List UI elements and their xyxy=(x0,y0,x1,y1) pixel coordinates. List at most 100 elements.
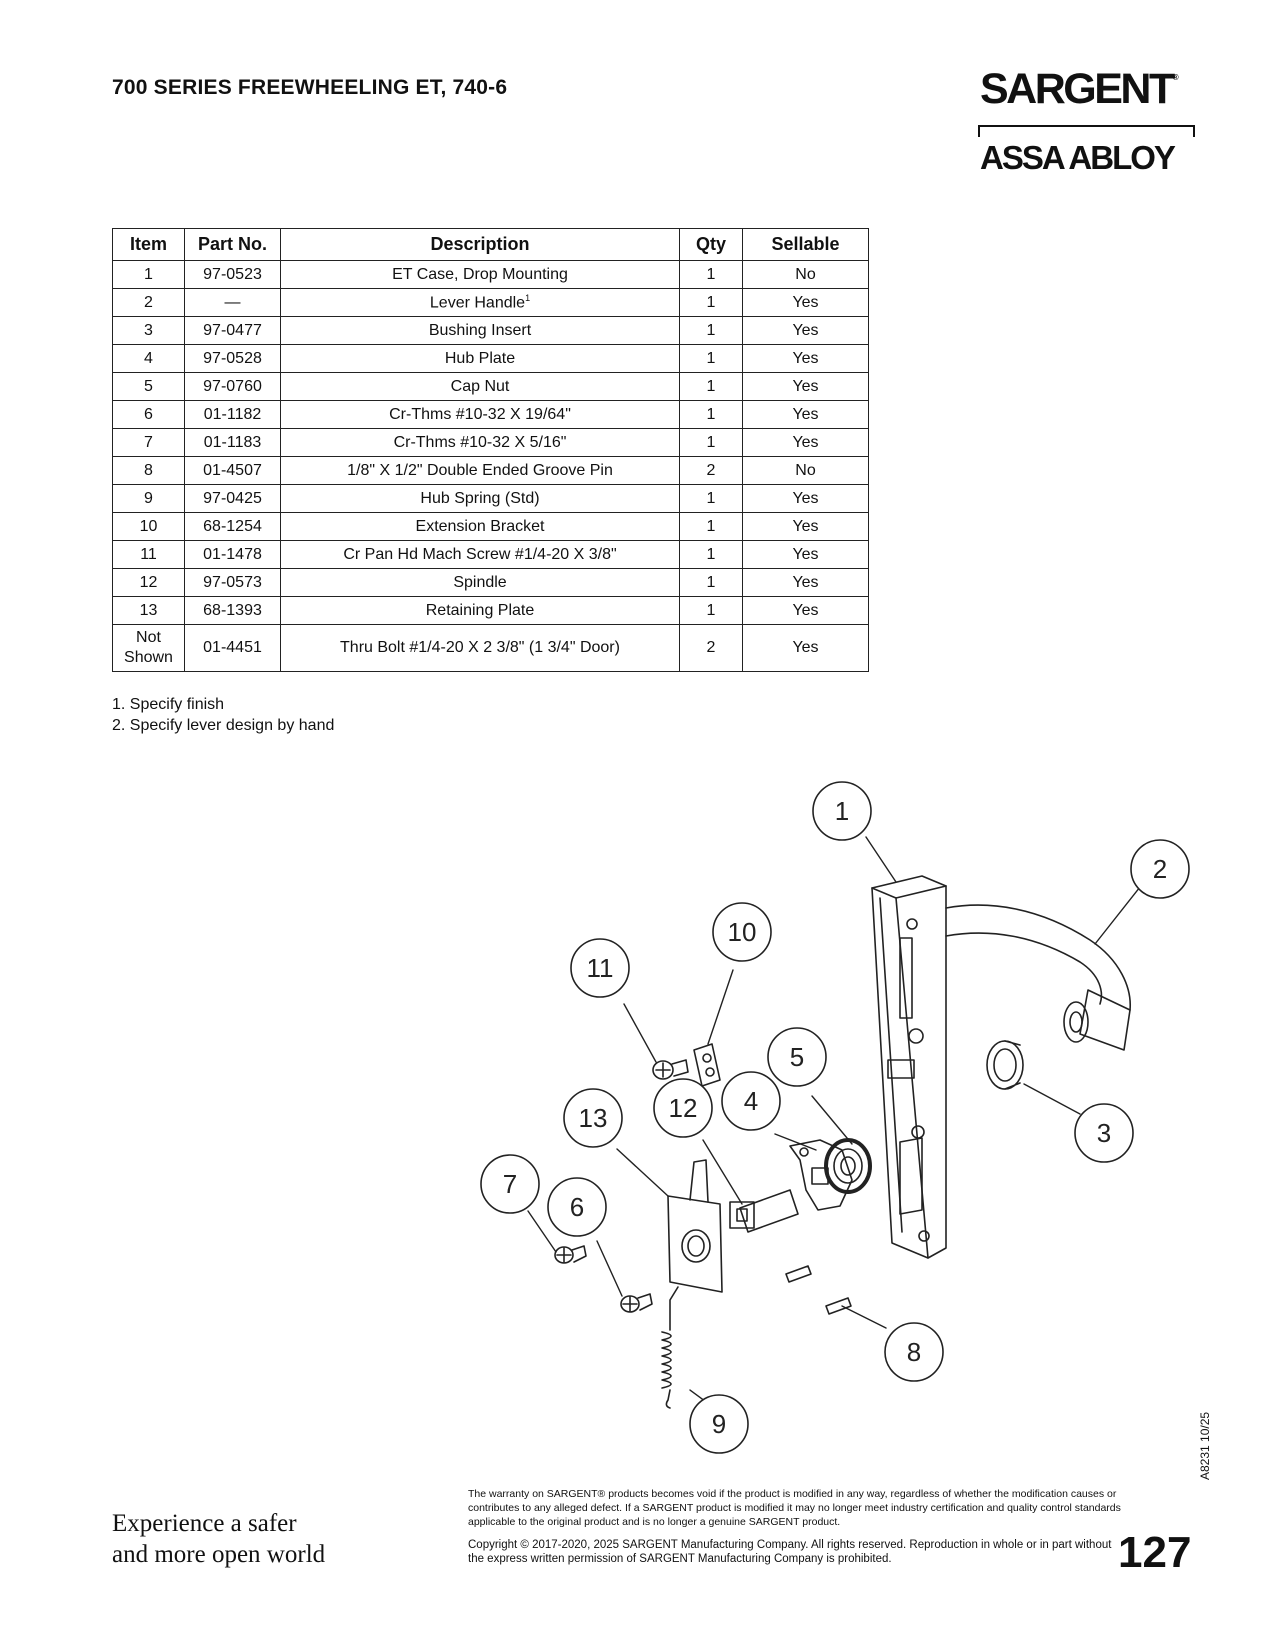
cell-item: 9 xyxy=(112,484,185,513)
cell-item: 2 xyxy=(112,288,185,317)
pan-head-screw-part xyxy=(652,1059,689,1080)
cell-sellable: Yes xyxy=(742,624,869,672)
callout-2: 2 xyxy=(1130,839,1190,899)
callout-6: 6 xyxy=(547,1177,607,1237)
cell-sellable: Yes xyxy=(742,512,869,541)
callout-12: 12 xyxy=(653,1078,713,1138)
callout-1-label: 1 xyxy=(835,796,849,826)
callout-11-label: 11 xyxy=(587,953,614,983)
cell-part-no: 97-0425 xyxy=(184,484,281,513)
callout-4: 4 xyxy=(721,1071,781,1131)
header-sellable: Sellable xyxy=(742,228,869,261)
brand-logo: SARGENT® ASSA ABLOY xyxy=(978,68,1195,176)
cell-sellable: Yes xyxy=(742,568,869,597)
cell-qty: 1 xyxy=(679,596,743,625)
screw-6-part xyxy=(620,1293,653,1313)
cell-part-no: 01-1182 xyxy=(184,400,281,429)
tagline-line-2: and more open world xyxy=(112,1541,326,1568)
callout-9: 9 xyxy=(689,1394,749,1454)
callout-3-label: 3 xyxy=(1097,1118,1111,1148)
cell-part-no: 97-0477 xyxy=(184,316,281,345)
callout-4-label: 4 xyxy=(744,1086,758,1116)
page-title: 700 SERIES FREEWHEELING ET, 740-6 xyxy=(112,76,508,99)
callout-1: 1 xyxy=(812,781,872,841)
callout-5-label: 5 xyxy=(790,1042,804,1072)
cell-item: 11 xyxy=(112,540,185,569)
cell-part-no: 01-1183 xyxy=(184,428,281,457)
callout-7-label: 7 xyxy=(503,1169,517,1199)
tagline-line-1: Experience a safer xyxy=(112,1510,297,1537)
brand-divider xyxy=(978,125,1195,137)
cell-qty: 1 xyxy=(679,484,743,513)
cell-description: Hub Spring (Std) xyxy=(280,484,680,513)
cell-sellable: No xyxy=(742,456,869,485)
extension-bracket-part xyxy=(693,1043,721,1087)
cell-sellable: Yes xyxy=(742,316,869,345)
cell-qty: 1 xyxy=(679,400,743,429)
cell-part-no: 01-4451 xyxy=(184,624,281,672)
callout-10: 10 xyxy=(712,902,772,962)
cell-qty: 1 xyxy=(679,372,743,401)
cell-item: 1 xyxy=(112,260,185,289)
cell-part-no: 68-1393 xyxy=(184,596,281,625)
document-code: A8231 10/25 xyxy=(1198,1411,1212,1480)
callout-8: 8 xyxy=(884,1322,944,1382)
retaining-plate-part xyxy=(667,1159,723,1293)
cell-description: Thru Bolt #1/4-20 X 2 3/8" (1 3/4" Door) xyxy=(280,624,680,672)
parent-brand: ASSA ABLOY xyxy=(980,139,1176,176)
footnote-marker: 1 xyxy=(525,292,531,303)
cell-item: 4 xyxy=(112,344,185,373)
footnote-2: 2. Specify lever design by hand xyxy=(112,717,335,734)
cell-part-no: 97-0573 xyxy=(184,568,281,597)
cell-part-no: 97-0523 xyxy=(184,260,281,289)
cell-item: 13 xyxy=(112,596,185,625)
callout-12-label: 12 xyxy=(669,1093,698,1123)
cell-item: 10 xyxy=(112,512,185,541)
lever-handle-part xyxy=(945,904,1131,1051)
cell-sellable: Yes xyxy=(742,484,869,513)
callout-2-label: 2 xyxy=(1153,854,1167,884)
screw-7-part xyxy=(554,1245,587,1264)
footnotes: 1. Specify finish 2. Specify lever desig… xyxy=(112,694,334,736)
table-header-row: Item Part No. Description Qty Sellable xyxy=(112,228,869,261)
cell-part-no: 97-0760 xyxy=(184,372,281,401)
parts-table: Item Part No. Description Qty Sellable 1… xyxy=(112,228,869,672)
callout-13-label: 13 xyxy=(579,1103,608,1133)
cell-part-no: — xyxy=(184,288,281,317)
header-part-no: Part No. xyxy=(184,228,281,261)
cell-sellable: Yes xyxy=(742,596,869,625)
hub-spring-part xyxy=(661,1286,679,1409)
cell-qty: 1 xyxy=(679,316,743,345)
cell-sellable: Yes xyxy=(742,428,869,457)
et-case-part xyxy=(871,875,947,1259)
warranty-notice: The warranty on SARGENT® products become… xyxy=(468,1488,1121,1528)
item-line-1: Not xyxy=(136,629,161,646)
cell-qty: 1 xyxy=(679,260,743,289)
callout-11: 11 xyxy=(570,938,630,998)
description-text: Lever Handle xyxy=(429,294,526,312)
callout-6-label: 6 xyxy=(570,1192,584,1222)
tagline: Experience a safer and more open world xyxy=(112,1508,325,1570)
header-qty: Qty xyxy=(679,228,743,261)
cell-item: 7 xyxy=(112,428,185,457)
callout-3: 3 xyxy=(1074,1103,1134,1163)
callout-13: 13 xyxy=(563,1088,623,1148)
cell-description: Retaining Plate xyxy=(280,596,680,625)
cell-part-no: 01-4507 xyxy=(184,456,281,485)
callout-5: 5 xyxy=(767,1027,827,1087)
spindle-part xyxy=(729,1189,799,1233)
cell-description: Cap Nut xyxy=(280,372,680,401)
callout-10-label: 10 xyxy=(728,917,757,947)
cell-description: Extension Bracket xyxy=(280,512,680,541)
item-line-2: Shown xyxy=(124,649,173,666)
groove-pins-part xyxy=(785,1265,852,1315)
cell-description: Bushing Insert xyxy=(280,316,680,345)
